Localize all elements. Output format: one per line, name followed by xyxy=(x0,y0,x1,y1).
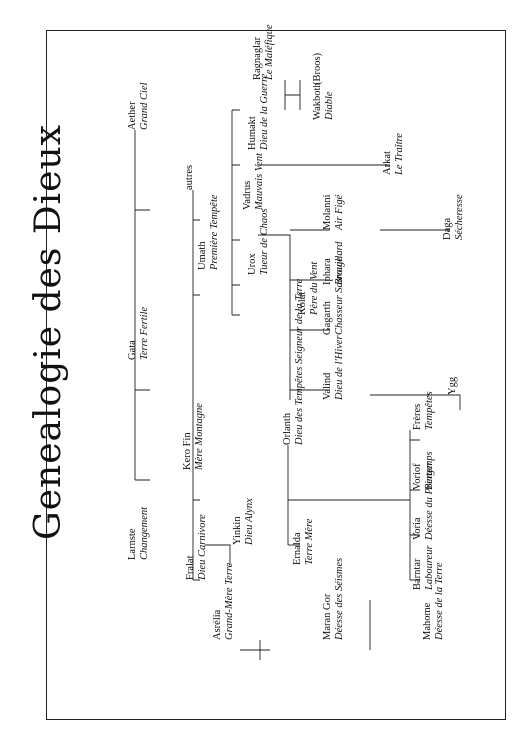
deity-epithet: Dieu des Tempêtes Seigneur de la Terre xyxy=(294,278,305,446)
deity-epithet: Terre Fertile xyxy=(139,306,150,360)
deity-name: Fralat xyxy=(185,555,196,580)
deity-epithet: Mère Montagne xyxy=(194,403,205,471)
deity-ygg: Ygg xyxy=(447,376,458,395)
deity-epithet: Mauvais Vent xyxy=(254,152,265,211)
deity-name: (Broos) xyxy=(312,52,323,85)
deity-name: Urox xyxy=(247,253,258,275)
deity-name: Gata xyxy=(127,340,138,360)
deity-broos: (Broos) xyxy=(312,52,323,85)
deity-epithet: Grand Ciel xyxy=(139,82,150,130)
deity-name: Humakt xyxy=(247,116,258,150)
deity-epithet: Laboureur xyxy=(424,545,435,591)
deity-epithet: Le Maléfique xyxy=(264,24,275,81)
deity-epithet: Sécheresse xyxy=(454,194,465,240)
deity-epithet: Diable xyxy=(324,91,335,121)
deity-epithet: Changement xyxy=(139,506,150,560)
deity-epithet: Déesse de la Terre xyxy=(434,562,445,641)
deity-name: Orlanth xyxy=(282,412,293,445)
deity-epithet: Tueur de Chaos xyxy=(259,208,270,275)
deity-epithet: Déesse du Printemps xyxy=(424,451,435,541)
deity-epithet: Chasseur Sauvage xyxy=(334,257,345,335)
deity-epithet: Père du Vent xyxy=(309,261,320,316)
deity-name: Voria xyxy=(412,517,423,540)
deity-name: Yinkin xyxy=(232,516,243,545)
deity-name: Kero Fin xyxy=(182,432,193,470)
deity-name: Mahome xyxy=(422,602,433,640)
deity-epithet: Première Tempête xyxy=(209,194,220,271)
connector-lines xyxy=(134,80,461,660)
deity-name: Valind xyxy=(322,372,333,400)
deity-name: Voriof xyxy=(412,463,423,490)
deity-epithet: Grand-Mère Terre xyxy=(224,562,235,640)
deity-name: Asrélia xyxy=(212,609,223,640)
deity-name: autres xyxy=(184,165,195,190)
deity-epithet: Dieu de l'Hiver xyxy=(334,334,345,401)
deity-name: Wakboth xyxy=(312,82,323,120)
deity-epithet: Déesse des Séismes xyxy=(334,558,345,641)
deity-name: Ragnaglar xyxy=(252,36,263,80)
page-border xyxy=(46,30,506,720)
deity-epithet: Dieu Alynx xyxy=(244,498,255,546)
deity-name: Iphara xyxy=(322,258,333,285)
deity-autres: autres xyxy=(184,165,195,190)
deity-epithet: Dieu Carnivore xyxy=(197,514,208,581)
deity-epithet: Le Traître xyxy=(394,133,405,176)
deity-name: Arkat xyxy=(382,151,393,175)
deity-name: Vadrus xyxy=(242,181,253,210)
deity-name: Frères xyxy=(412,404,423,430)
deity-name: Kolat xyxy=(297,292,308,315)
deity-name: Molanni xyxy=(322,194,333,230)
deity-name: Umath xyxy=(197,241,208,270)
deity-epithet: Berger xyxy=(424,460,435,490)
deity-name: Barntar xyxy=(412,558,423,590)
deity-name: Ernalda xyxy=(292,532,303,565)
deity-name: Ygg xyxy=(447,376,458,395)
deity-name: Gagarth xyxy=(322,300,333,335)
deity-name: Maran Gor xyxy=(322,593,333,640)
deity-epithet: Dieu de la Guerre xyxy=(259,73,270,151)
deity-epithet: Terre Mère xyxy=(304,518,315,565)
deity-name: Aether xyxy=(127,101,138,130)
deity-name: Larnste xyxy=(127,528,138,560)
deity-epithet: Tempêtes xyxy=(424,391,435,430)
deity-name: Daga xyxy=(442,218,453,240)
page-title: Genealogie des Dieux xyxy=(28,124,69,540)
deity-epithet: Brouillard xyxy=(334,241,345,285)
deity-epithet: Air Figé xyxy=(334,193,345,231)
